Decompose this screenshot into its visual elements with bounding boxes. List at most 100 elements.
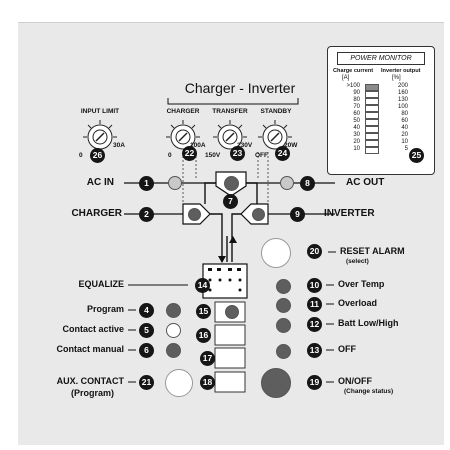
up-arrow — [229, 236, 237, 243]
charger-knob — [166, 120, 200, 150]
transfer-knob-label: TRANSFER — [212, 108, 248, 115]
charger-led — [188, 208, 201, 221]
charge-current-tick: 10 — [353, 146, 360, 152]
power-monitor-segment — [365, 140, 379, 147]
right-unit-label: [%] — [392, 75, 401, 81]
charger-knob-min: 0 — [168, 152, 172, 159]
power-monitor-segment — [365, 133, 379, 140]
badge-12: 12 — [307, 317, 322, 332]
overload-label: Overload — [338, 298, 378, 308]
badge-8: 8 — [300, 176, 315, 191]
power-monitor-segment — [365, 126, 379, 133]
contact-active-label: Contact active — [62, 324, 124, 334]
badge-22: 22 — [182, 146, 197, 161]
aux-contact-button[interactable] — [165, 369, 193, 397]
inverter-output-label: Inverter output — [381, 68, 421, 74]
over-temp-led — [276, 279, 291, 294]
inverter-output-tick: 100 — [397, 104, 408, 110]
aux-contact-sublabel: (Program) — [70, 388, 114, 398]
standby-knob — [258, 120, 292, 150]
ac-out-led — [280, 176, 294, 190]
power-monitor-segment — [365, 147, 379, 154]
badge-23: 23 — [230, 146, 245, 161]
inverter-label: INVERTER — [324, 208, 375, 219]
aux-contact-label: AUX. CONTACT — [56, 376, 124, 386]
contact-manual-label: Contact manual — [56, 344, 124, 354]
reset-alarm-label: RESET ALARM — [340, 246, 405, 256]
program-label: Program — [86, 304, 124, 314]
badge-4: 4 — [139, 303, 154, 318]
charge-current-tick: 50 — [353, 118, 360, 124]
panel-title: Charger - Inverter — [184, 80, 296, 96]
badge-17: 17 — [200, 351, 215, 366]
charge-current-tick: 80 — [353, 97, 360, 103]
charge-current-tick: 60 — [353, 111, 360, 117]
badge-26: 26 — [90, 148, 105, 163]
badge-20: 20 — [307, 244, 322, 259]
keypad-led-15 — [225, 305, 239, 319]
standby-knob-min: OFF — [255, 152, 268, 159]
charger-label: CHARGER — [71, 208, 122, 219]
battery-box — [202, 263, 248, 299]
badge-5: 5 — [139, 323, 154, 338]
on-off-button[interactable] — [261, 368, 291, 398]
reset-alarm-button[interactable] — [261, 238, 291, 268]
charge-current-tick: 70 — [353, 104, 360, 110]
standby-knob-max: 20W — [284, 142, 298, 149]
standby-knob-label: STANDBY — [260, 108, 292, 115]
transfer-knob — [213, 120, 247, 150]
power-monitor-segment — [365, 105, 379, 112]
ac-in-label: AC IN — [86, 177, 114, 188]
badge-25: 25 — [409, 148, 424, 163]
input-limit-max: 30A — [113, 142, 125, 149]
left-unit-label: [A] — [342, 75, 350, 81]
power-monitor-segment — [365, 91, 379, 98]
badge-9: 9 — [290, 207, 305, 222]
power-monitor-segment — [365, 112, 379, 119]
inverter-output-tick: 130 — [397, 97, 408, 103]
title-bracket — [167, 98, 299, 105]
inverter-output-tick: 160 — [397, 90, 408, 96]
transfer-knob-min: 150V — [205, 152, 221, 159]
batt-low-high-led — [276, 318, 291, 333]
badge-10: 10 — [307, 278, 322, 293]
overload-led — [276, 298, 291, 313]
charge-current-tick: 30 — [353, 132, 360, 138]
input-limit-min: 0 — [79, 152, 83, 159]
on-off-label: ON/OFF — [338, 376, 372, 386]
input-limit-knob — [83, 120, 117, 150]
badge-13: 13 — [307, 343, 322, 358]
inverter-output-tick: 20 — [401, 132, 408, 138]
charger-knob-max: 100A — [190, 142, 206, 149]
charge-current-tick: 40 — [353, 125, 360, 131]
inverter-output-tick: 60 — [401, 118, 408, 124]
transfer-led — [224, 176, 239, 191]
power-monitor-title: POWER MONITOR — [337, 52, 425, 65]
badge-14: 14 — [195, 278, 210, 293]
on-off-sublabel: (Change status) — [344, 388, 394, 395]
ac-out-label: AC OUT — [346, 177, 385, 188]
program-led — [166, 303, 181, 318]
reset-alarm-sublabel: (select) — [346, 258, 369, 265]
equalize-label: EQUALIZE — [78, 279, 124, 289]
over-temp-label: Over Temp — [338, 279, 385, 289]
inverter-output-tick: 40 — [401, 125, 408, 131]
off-label: OFF — [338, 344, 356, 354]
charger-knob-label: CHARGER — [166, 108, 200, 115]
label-leaders — [126, 213, 336, 383]
input-limit-label: INPUT LIMIT — [80, 108, 120, 115]
badge-18: 18 — [200, 375, 215, 390]
charge-current-tick: 90 — [353, 90, 360, 96]
power-monitor-segment — [365, 119, 379, 126]
ac-in-led — [168, 176, 182, 190]
badge-2: 2 — [139, 207, 154, 222]
badge-19: 19 — [307, 375, 322, 390]
inverter-output-tick: 10 — [401, 139, 408, 145]
charge-current-label: Charge current — [333, 68, 374, 74]
badge-24: 24 — [275, 146, 290, 161]
inverter-output-tick: 5 — [404, 146, 408, 152]
batt-low-high-label: Batt Low/High — [338, 318, 399, 328]
power-monitor-segment — [365, 98, 379, 105]
